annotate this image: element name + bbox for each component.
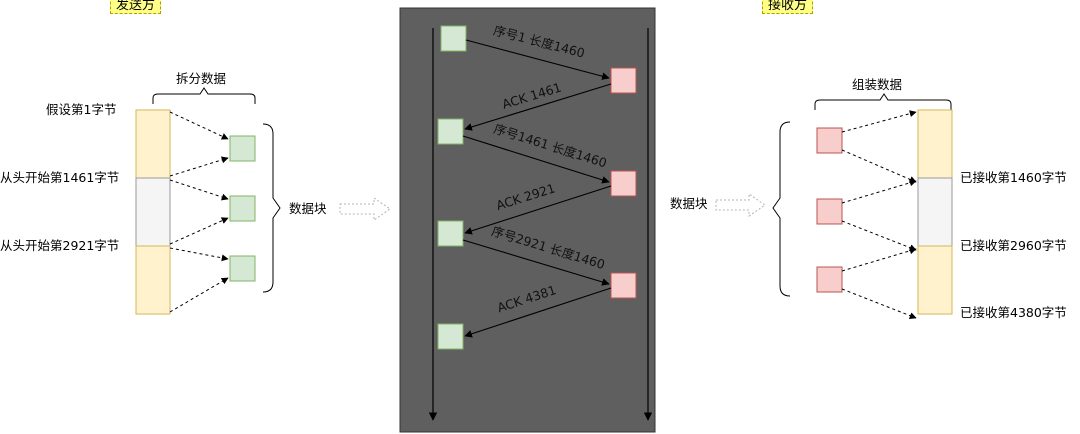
assemble-brace	[814, 93, 952, 110]
sender-chunk-brace	[262, 123, 281, 293]
assemble-arrow	[841, 247, 917, 272]
received-packet-3	[610, 272, 637, 299]
ack-arrow-3	[464, 287, 612, 338]
sender-chunk-label: 数据块	[289, 201, 327, 216]
receiver-chunk-3	[816, 266, 843, 293]
send-arrow-3	[462, 239, 610, 286]
receiver-data-column	[917, 109, 953, 315]
assemble-arrow	[841, 149, 917, 183]
sender-tag: 发送方	[110, 0, 162, 14]
split-arrow	[169, 217, 229, 245]
split-arrow	[169, 277, 229, 313]
assemble-arrow	[841, 288, 917, 319]
sent-packet-2	[437, 118, 464, 145]
split-brace	[152, 87, 256, 104]
received-packet-2	[610, 170, 637, 197]
sender-offset-3: 从头开始第2921字节	[0, 238, 120, 253]
receiver-chunks	[816, 127, 843, 293]
sender-segment-3	[135, 245, 171, 315]
sent-packet-1	[440, 25, 467, 52]
receiver-chunk-brace	[772, 121, 791, 297]
send-arrow-1	[465, 39, 610, 80]
received-packet-1	[610, 67, 637, 94]
sender-chunk-2	[229, 195, 256, 222]
received-label-2: 已接收第2960字节	[960, 238, 1067, 253]
send-arrow-2	[462, 135, 610, 184]
split-arrow	[169, 111, 229, 140]
receiver-segment-1	[917, 109, 953, 179]
receiver-segment-2	[917, 177, 953, 247]
sender-offset-2: 从头开始第1461字节	[0, 170, 120, 185]
receiver-segment-3	[917, 245, 953, 315]
ack-arrow-1	[464, 83, 612, 131]
sender-data-column	[135, 109, 171, 315]
split-label: 拆分数据	[176, 71, 227, 86]
receiver-hollow-arrow	[715, 193, 766, 217]
sender-chunks	[229, 135, 256, 282]
transfer-arrows	[462, 39, 612, 338]
receiver-tag: 接收方	[762, 0, 814, 14]
transfer-packets	[437, 25, 637, 350]
receiver-chunk-2	[816, 198, 843, 225]
sender-chunk-1	[229, 135, 256, 162]
sender-segment-1	[135, 109, 171, 179]
assemble-arrows	[841, 110, 917, 319]
assemble-arrow	[841, 220, 917, 251]
sender-hollow-arrow	[339, 197, 391, 221]
sender-segment-2	[135, 177, 171, 247]
sender-offset-1: 假设第1字节	[46, 102, 117, 117]
sent-packet-4	[437, 323, 464, 350]
assemble-arrow	[841, 110, 917, 133]
split-arrows	[169, 111, 229, 313]
sender-chunk-3	[229, 255, 256, 282]
receiver-chunk-label: 数据块	[670, 196, 708, 211]
assemble-label: 组装数据	[852, 77, 903, 92]
split-arrow	[169, 247, 229, 262]
ack-arrow-2	[464, 185, 612, 235]
split-arrow	[169, 156, 229, 177]
receiver-chunk-1	[816, 127, 843, 154]
received-label-3: 已接收第4380字节	[960, 305, 1067, 320]
sent-packet-3	[437, 220, 464, 247]
assemble-arrow	[841, 179, 917, 204]
received-label-1: 已接收第1460字节	[960, 170, 1067, 185]
split-arrow	[169, 179, 229, 201]
